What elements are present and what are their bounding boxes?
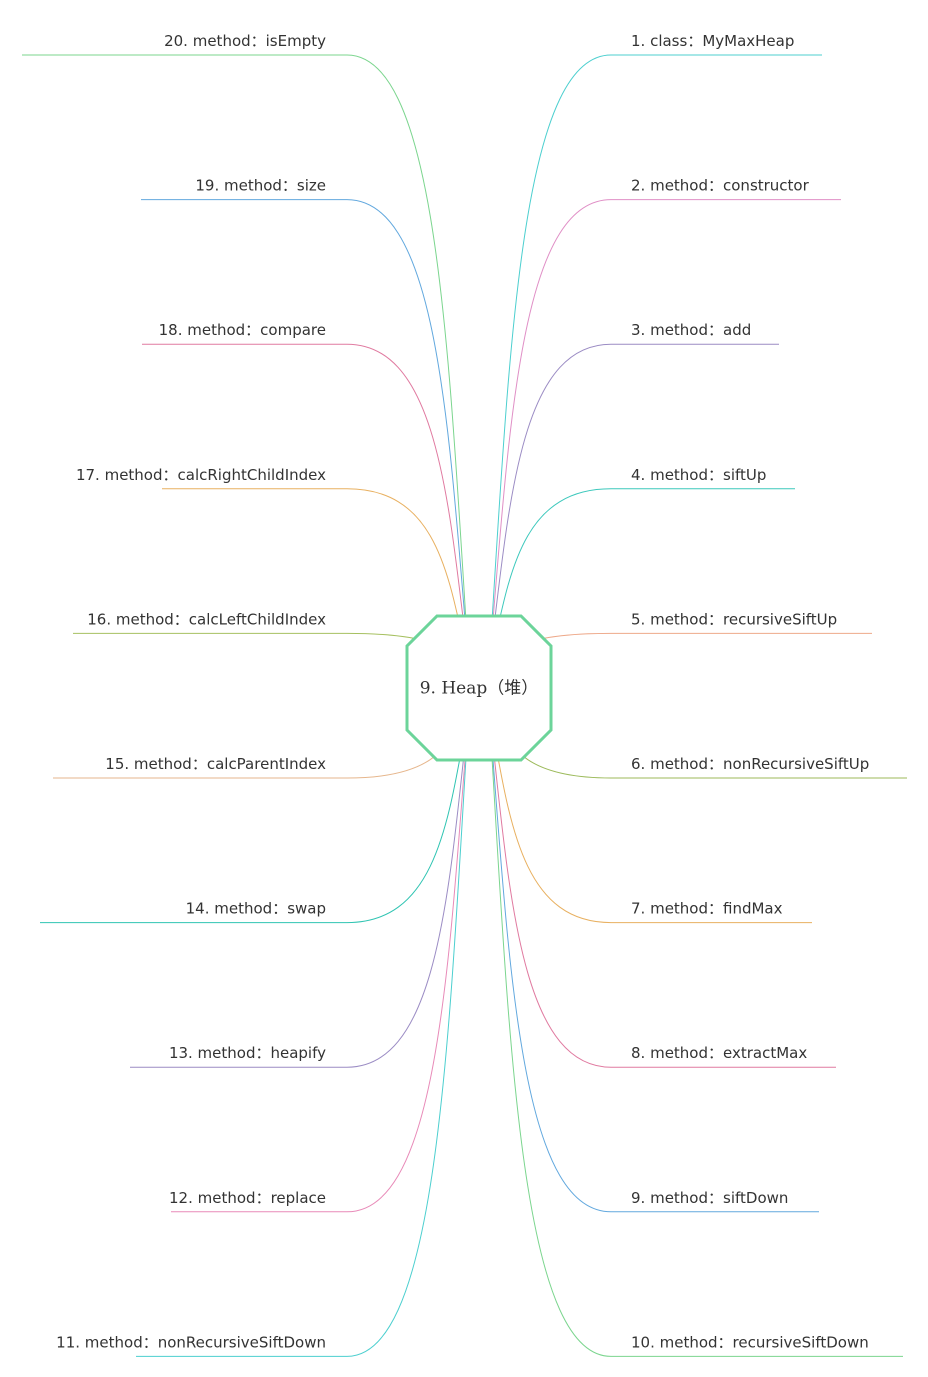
branch-label: 9. method：siftDown: [631, 1189, 788, 1207]
branch-node-right-5[interactable]: 5. method：recursiveSiftUp: [611, 610, 872, 634]
branch-label: 11. method：nonRecursiveSiftDown: [56, 1333, 326, 1351]
connector-left-3: [346, 343, 470, 669]
branch-label: 15. method：calcParentIndex: [105, 755, 326, 773]
branch-label: 14. method：swap: [186, 900, 326, 918]
branch-label: 18. method：compare: [159, 321, 326, 339]
branch-label: 2. method：constructor: [631, 177, 810, 195]
branch-label: 13. method：heapify: [169, 1044, 326, 1062]
connector-right-3: [488, 343, 612, 669]
branch-node-right-4[interactable]: 4. method：siftUp: [611, 466, 795, 490]
branch-label: 4. method：siftUp: [631, 466, 766, 484]
connector-right-8: [488, 707, 612, 1068]
branch-node-left-7[interactable]: 14. method：swap: [40, 900, 347, 924]
connector-left-8: [346, 707, 470, 1068]
branch-label: 10. method：recursiveSiftDown: [631, 1333, 869, 1351]
branch-node-left-4[interactable]: 17. method：calcRightChildIndex: [76, 466, 347, 490]
branch-label: 3. method：add: [631, 321, 751, 339]
branch-node-right-2[interactable]: 2. method：constructor: [611, 177, 841, 201]
branch-nodes: 1. class：MyMaxHeap 2. method：constructor 3…: [22, 32, 907, 1357]
branch-node-right-8[interactable]: 8. method：extractMax: [611, 1044, 836, 1068]
branch-label: 16. method：calcLeftChildIndex: [87, 610, 326, 628]
branch-node-right-9[interactable]: 9. method：siftDown: [611, 1189, 819, 1213]
connector-right-2: [488, 199, 612, 669]
branch-node-right-10[interactable]: 10. method：recursiveSiftDown: [611, 1333, 903, 1357]
branch-node-left-9[interactable]: 12. method：replace: [169, 1189, 347, 1213]
center-label: 9. Heap（堆）: [420, 679, 539, 699]
branch-label: 5. method：recursiveSiftUp: [631, 610, 837, 628]
connector-right-9: [488, 707, 612, 1213]
branch-node-left-10[interactable]: 11. method：nonRecursiveSiftDown: [56, 1333, 347, 1357]
connector-left-10: [346, 707, 470, 1357]
branch-node-right-6[interactable]: 6. method：nonRecursiveSiftUp: [611, 755, 907, 779]
connector-left-1: [346, 54, 470, 669]
branch-node-left-3[interactable]: 18. method：compare: [142, 321, 347, 345]
branch-node-right-7[interactable]: 7. method：findMax: [611, 900, 812, 924]
branch-node-right-3[interactable]: 3. method：add: [611, 321, 779, 345]
branch-node-left-5[interactable]: 16. method：calcLeftChildIndex: [73, 610, 347, 634]
branch-label: 7. method：findMax: [631, 900, 783, 918]
branch-label: 1. class：MyMaxHeap: [631, 32, 794, 50]
branch-label: 20. method：isEmpty: [164, 32, 326, 50]
connector-right-10: [488, 707, 612, 1357]
branch-node-left-8[interactable]: 13. method：heapify: [130, 1044, 347, 1068]
branch-label: 12. method：replace: [169, 1189, 326, 1207]
center-node[interactable]: 9. Heap（堆）: [405, 614, 553, 762]
branch-node-left-2[interactable]: 19. method：size: [141, 177, 347, 201]
connector-left-9: [346, 707, 470, 1213]
branch-node-left-1[interactable]: 20. method：isEmpty: [22, 32, 347, 56]
connector-right-1: [488, 54, 612, 669]
connector-left-2: [346, 199, 470, 669]
branch-label: 19. method：size: [195, 177, 326, 195]
branch-node-right-1[interactable]: 1. class：MyMaxHeap: [611, 32, 822, 56]
branch-node-left-6[interactable]: 15. method：calcParentIndex: [53, 755, 347, 779]
branch-label: 17. method：calcRightChildIndex: [76, 466, 326, 484]
center-octagon: [405, 614, 553, 762]
branch-label: 6. method：nonRecursiveSiftUp: [631, 755, 869, 773]
branch-label: 8. method：extractMax: [631, 1044, 807, 1062]
